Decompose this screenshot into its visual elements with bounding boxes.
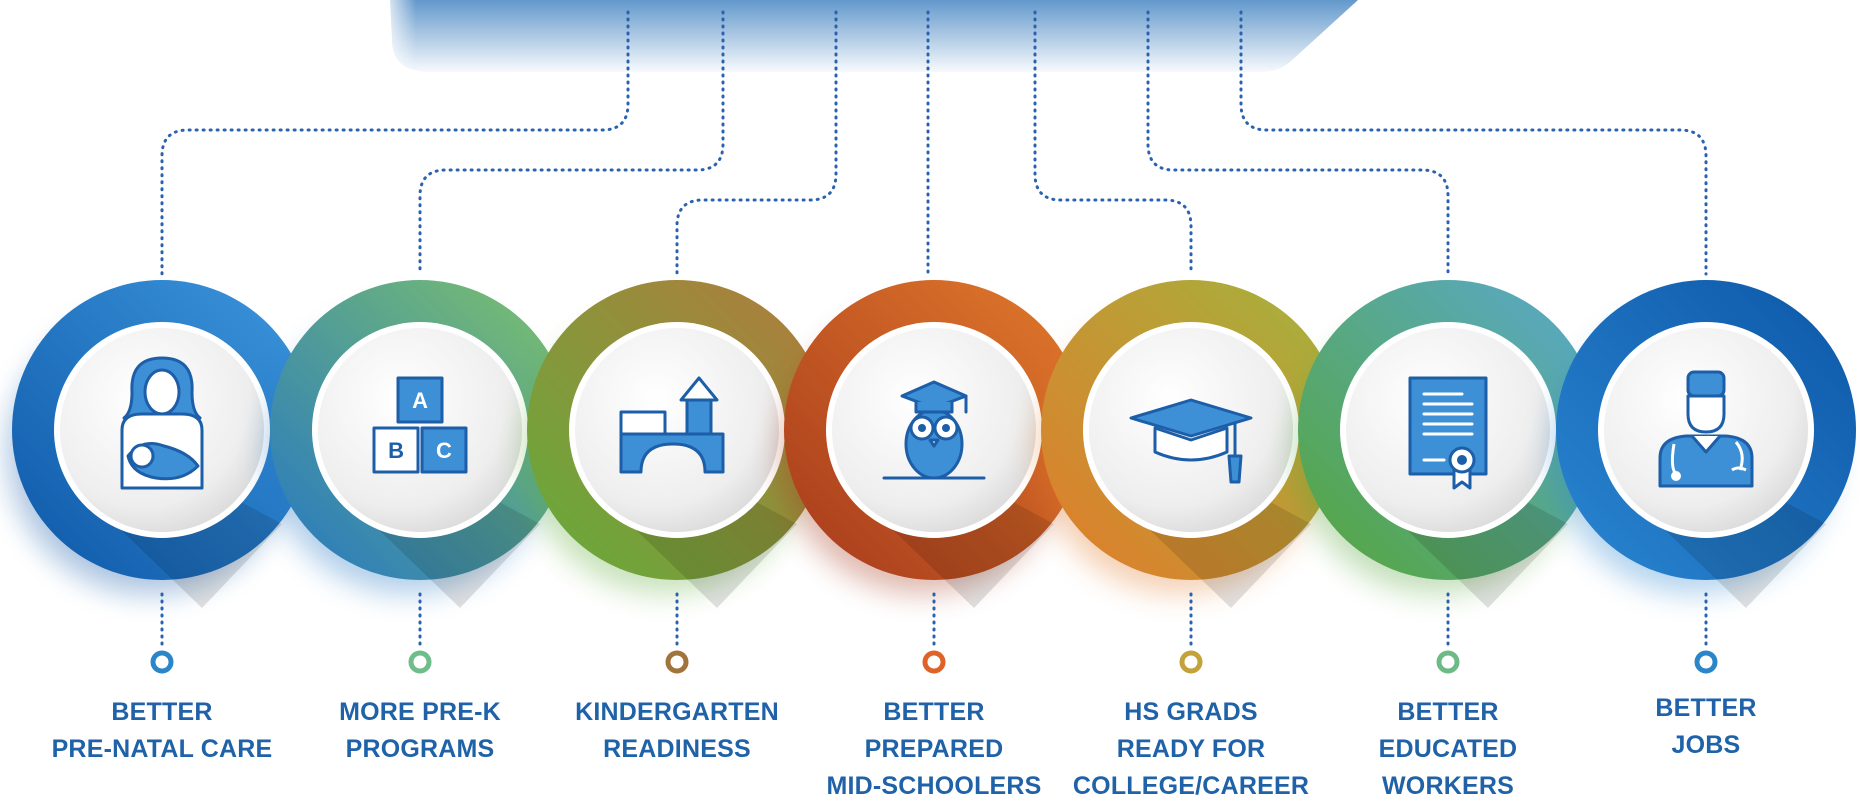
svg-text:A: A xyxy=(412,388,428,413)
label-line: BETTER xyxy=(111,698,213,726)
label-line: BETTER xyxy=(883,698,985,726)
stage-6-label: BETTER EDUCATED WORKERS xyxy=(1328,694,1568,805)
stage-marker-dot xyxy=(922,650,946,674)
label-line: PREPARED xyxy=(864,735,1004,763)
stage-4-label: BETTER PREPARED MID-SCHOOLERS xyxy=(814,694,1054,805)
stage-2-label: MORE PRE-K PROGRAMS xyxy=(300,694,540,768)
plate xyxy=(575,328,779,532)
stage-marker-dot xyxy=(408,650,432,674)
graduation-cap-icon xyxy=(1129,398,1253,484)
label-line: WORKERS xyxy=(1382,772,1514,800)
connector-line xyxy=(418,10,725,276)
stage-marker-dot xyxy=(150,650,174,674)
stage-5-label: HS GRADS READY FOR COLLEGE/CAREER xyxy=(1071,694,1311,805)
connector-line xyxy=(1239,10,1708,276)
connector-line xyxy=(1146,10,1450,276)
doctor-icon xyxy=(1658,370,1754,488)
stage-2-medallion: AB C xyxy=(266,280,570,608)
certificate-icon xyxy=(1408,376,1488,490)
stage-7-medallion xyxy=(1552,280,1856,608)
banner-fade xyxy=(380,0,580,80)
label-line: BETTER xyxy=(1655,694,1757,722)
svg-text:C: C xyxy=(436,438,452,463)
label-line: COLLEGE/CAREER xyxy=(1072,772,1310,800)
label-line: EDUCATED xyxy=(1378,735,1518,763)
label-line: PROGRAMS xyxy=(345,735,495,763)
stage-4-medallion xyxy=(780,280,1084,608)
stage-5-medallion xyxy=(1037,280,1341,608)
toy-blocks-icon xyxy=(619,376,725,474)
stage-marker-dot xyxy=(1179,650,1203,674)
stage-6-medallion xyxy=(1294,280,1598,608)
label-line: MORE PRE-K xyxy=(339,698,501,726)
label-line: HS GRADS xyxy=(1124,698,1258,726)
stage-marker-dot xyxy=(665,650,689,674)
label-line: BETTER xyxy=(1397,698,1499,726)
stage-marker-dot xyxy=(1436,650,1460,674)
stage-7-label: BETTER JOBS xyxy=(1586,690,1826,764)
mother-baby-icon xyxy=(120,356,204,490)
stage-3-label: KINDERGARTEN READINESS xyxy=(557,694,797,768)
stage-1-medallion xyxy=(8,280,312,608)
label-line: READY FOR xyxy=(1116,735,1266,763)
label-line: READINESS xyxy=(603,735,751,763)
header-banner xyxy=(390,0,1358,72)
stage-marker-dot xyxy=(1694,650,1718,674)
stage-1-label: BETTER PRE-NATAL CARE xyxy=(42,694,282,768)
connector-line xyxy=(675,10,838,276)
label-line: MID-SCHOOLERS xyxy=(826,772,1042,800)
plate xyxy=(318,328,522,532)
stage-3-medallion xyxy=(523,280,827,608)
label-line: JOBS xyxy=(1671,731,1741,759)
label-line: PRE-NATAL CARE xyxy=(51,735,273,763)
graduate-owl-icon xyxy=(882,380,986,480)
abc-blocks-icon: AB C xyxy=(372,376,468,474)
svg-text:B: B xyxy=(388,438,404,463)
label-line: KINDERGARTEN xyxy=(575,698,779,726)
